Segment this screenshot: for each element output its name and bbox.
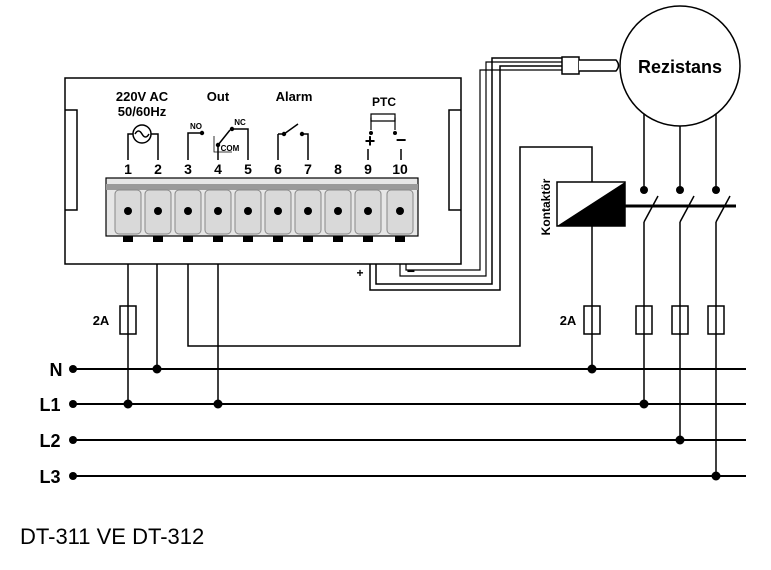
heater-label: Rezistans	[638, 57, 722, 77]
terminal-pin	[333, 236, 343, 242]
terminal-screw-head	[396, 207, 404, 215]
ac-source-icon	[127, 124, 159, 160]
sensor-plus-label: +	[356, 266, 363, 280]
terminal-screw-head	[274, 207, 282, 215]
alarm-contact-icon	[277, 123, 309, 160]
terminal-pin	[183, 236, 193, 242]
terminal-screw-head	[244, 207, 252, 215]
terminal-number: 8	[334, 161, 342, 177]
terminal-pin	[243, 236, 253, 242]
fuses	[119, 305, 725, 335]
line-label-l2: L2	[39, 431, 60, 451]
terminal-pin	[213, 236, 223, 242]
terminal-number: 9	[364, 161, 372, 177]
ptc-label: PTC	[372, 95, 396, 109]
supply-voltage-label: 220V AC	[116, 89, 169, 104]
terminal-number: 10	[392, 161, 408, 177]
contactor-label: Kontaktör	[539, 178, 553, 235]
fuse-contactor-rating: 2A	[560, 313, 577, 328]
terminal-screw-head	[124, 207, 132, 215]
terminal-screw-head	[214, 207, 222, 215]
terminal-pin	[153, 236, 163, 242]
nc-contact-label: NC	[234, 118, 246, 127]
ptc-sensor-icon	[367, 113, 402, 160]
no-contact-label: NO	[190, 122, 202, 131]
terminal-pin	[303, 236, 313, 242]
terminal-pin	[273, 236, 283, 242]
out-label: Out	[207, 89, 230, 104]
ptc-minus-label: −	[396, 130, 407, 150]
contactor-switches	[640, 186, 731, 223]
terminal-screw-head	[154, 207, 162, 215]
terminal-screw-head	[304, 207, 312, 215]
terminal-number: 4	[214, 161, 222, 177]
terminal-number: 2	[154, 161, 162, 177]
diagram-caption: DT-311 VE DT-312	[20, 524, 205, 549]
terminal-pin	[363, 236, 373, 242]
heater-resistance	[619, 5, 741, 127]
line-label-n: N	[50, 360, 63, 380]
terminal-number: 7	[304, 161, 312, 177]
terminal-block	[105, 177, 419, 242]
terminal-screw-head	[364, 207, 372, 215]
terminal-screw-head	[334, 207, 342, 215]
wires	[127, 57, 717, 476]
terminal-number: 6	[274, 161, 282, 177]
terminal-number: 3	[184, 161, 192, 177]
line-start-dots	[69, 365, 77, 480]
contactor-coil	[556, 181, 736, 227]
junction-dots	[123, 364, 721, 481]
fuse-left-rating: 2A	[93, 313, 110, 328]
terminal-screw-head	[184, 207, 192, 215]
alarm-label: Alarm	[276, 89, 313, 104]
sensor-minus-label: −	[407, 263, 415, 279]
terminal-number: 5	[244, 161, 252, 177]
terminal-numbers: 1 2 3 4 5 6 7 8 9 10	[124, 161, 408, 177]
ptc-plus-label: +	[365, 131, 376, 151]
power-lines	[73, 368, 746, 477]
temperature-probe-icon	[561, 56, 620, 75]
wiring-diagram: 220V AC 50/60Hz Out Alarm PTC NO NC COM	[39, 5, 746, 487]
out-relay-icon	[187, 126, 249, 160]
terminal-number: 1	[124, 161, 132, 177]
line-label-l3: L3	[39, 467, 60, 487]
terminal-pin	[395, 236, 405, 242]
line-label-l1: L1	[39, 395, 60, 415]
terminal-pin	[123, 236, 133, 242]
com-contact-label: COM	[221, 144, 240, 153]
supply-frequency-label: 50/60Hz	[118, 104, 167, 119]
